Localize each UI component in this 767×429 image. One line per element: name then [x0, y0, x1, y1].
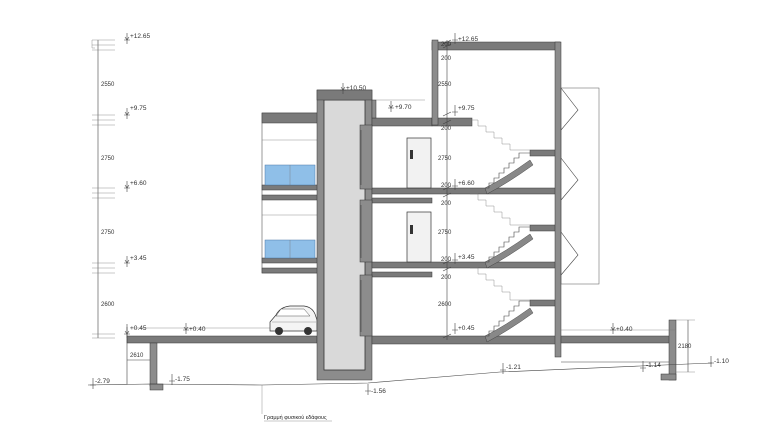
- dim-left-4: 2600: [101, 302, 115, 308]
- slab-dim-2: 200: [441, 56, 452, 62]
- svg-text:+12.65: +12.65: [130, 33, 150, 40]
- level-marker-right-5: +0.45: [452, 323, 475, 334]
- left-glazed-volume: [261, 112, 319, 274]
- level-marker-left-2: +9.75: [124, 105, 147, 119]
- svg-text:+9.75: +9.75: [130, 105, 147, 112]
- level-marker-right-1: +12.65: [452, 33, 478, 44]
- svg-text:+0.45: +0.45: [130, 325, 147, 332]
- level-marker-ground-right: +0.40: [610, 323, 633, 334]
- svg-text:-1.14: -1.14: [646, 362, 661, 369]
- slab-dim-7: 200: [441, 275, 452, 281]
- dim-far-right: 2180: [678, 344, 692, 350]
- level-marker-lower-6: -1.10: [708, 356, 729, 367]
- level-marker-right-2: +9.75: [452, 105, 475, 116]
- dim-right-4: 2600: [438, 302, 452, 308]
- svg-text:-1.56: -1.56: [371, 388, 386, 395]
- dim-right-3: 2750: [438, 230, 452, 236]
- slab-dim-5: 200: [441, 201, 452, 207]
- level-marker-roof: +10.50: [340, 83, 366, 94]
- right-terrace: [560, 319, 695, 381]
- building-walls: [359, 39, 562, 358]
- level-marker-lower-1: -2.79: [90, 378, 110, 389]
- svg-text:+9.75: +9.75: [458, 105, 475, 112]
- svg-text:+10.50: +10.50: [346, 85, 366, 92]
- level-marker-ground-left: +0.40: [183, 323, 206, 334]
- level-marker-lower-3: -1.56: [365, 384, 386, 395]
- dim-left-2: 2750: [101, 156, 115, 162]
- dim-right-2: 2750: [438, 156, 452, 162]
- dim-left-3: 2750: [101, 230, 115, 236]
- level-marker-left-3: +6.60: [124, 180, 147, 192]
- door-lower: [406, 211, 432, 263]
- slab-dim-1: 200: [441, 42, 452, 48]
- right-dimension-chain: [442, 39, 452, 340]
- dim-right-1: 2550: [438, 82, 452, 88]
- level-marker-mid: +9.70: [388, 101, 412, 112]
- svg-text:-2.79: -2.79: [95, 378, 110, 385]
- slab-dim-3: 200: [441, 126, 452, 132]
- svg-text:+9.70: +9.70: [395, 104, 412, 111]
- level-marker-right-4: +3.45: [452, 253, 475, 264]
- caption-text: Γραμμή φυσικού εδάφους: [264, 414, 327, 421]
- level-marker-left-1: +12.65: [124, 33, 150, 44]
- svg-text:+6.60: +6.60: [130, 180, 147, 187]
- svg-text:+0.40: +0.40: [189, 326, 206, 333]
- natural-ground-line: [87, 362, 713, 386]
- svg-text:+0.40: +0.40: [616, 326, 633, 333]
- level-marker-lower-5: -1.14: [640, 361, 661, 372]
- ground-line-caption: Γραμμή φυσικού εδάφους: [261, 385, 332, 422]
- dim-left-5: 2610: [130, 353, 144, 359]
- svg-text:+6.60: +6.60: [458, 180, 475, 187]
- svg-text:+3.45: +3.45: [130, 255, 147, 262]
- svg-text:+3.45: +3.45: [458, 254, 475, 261]
- level-marker-left-4: +3.45: [124, 255, 147, 267]
- slab-dim-4: 200: [441, 183, 452, 189]
- slab-dim-6: 200: [441, 257, 452, 263]
- left-dimension-chain: [91, 39, 115, 339]
- svg-text:+0.45: +0.45: [458, 325, 475, 332]
- ground-driveway: [126, 324, 318, 391]
- right-facade-windows: [560, 87, 600, 285]
- svg-text:-1.75: -1.75: [175, 376, 190, 383]
- floor-slabs: [371, 41, 561, 345]
- svg-text:+12.65: +12.65: [458, 36, 478, 43]
- dim-left-1: 2550: [101, 82, 115, 88]
- level-marker-lower-2: -1.75: [169, 374, 190, 385]
- level-marker-right-3: +6.60: [452, 179, 475, 190]
- door-upper: [406, 137, 432, 189]
- car-icon: [269, 305, 318, 335]
- svg-text:-1.10: -1.10: [714, 358, 729, 365]
- level-marker-lower-4: -1.21: [500, 363, 521, 374]
- stair-flights: [470, 119, 534, 343]
- svg-text:-1.21: -1.21: [506, 364, 521, 371]
